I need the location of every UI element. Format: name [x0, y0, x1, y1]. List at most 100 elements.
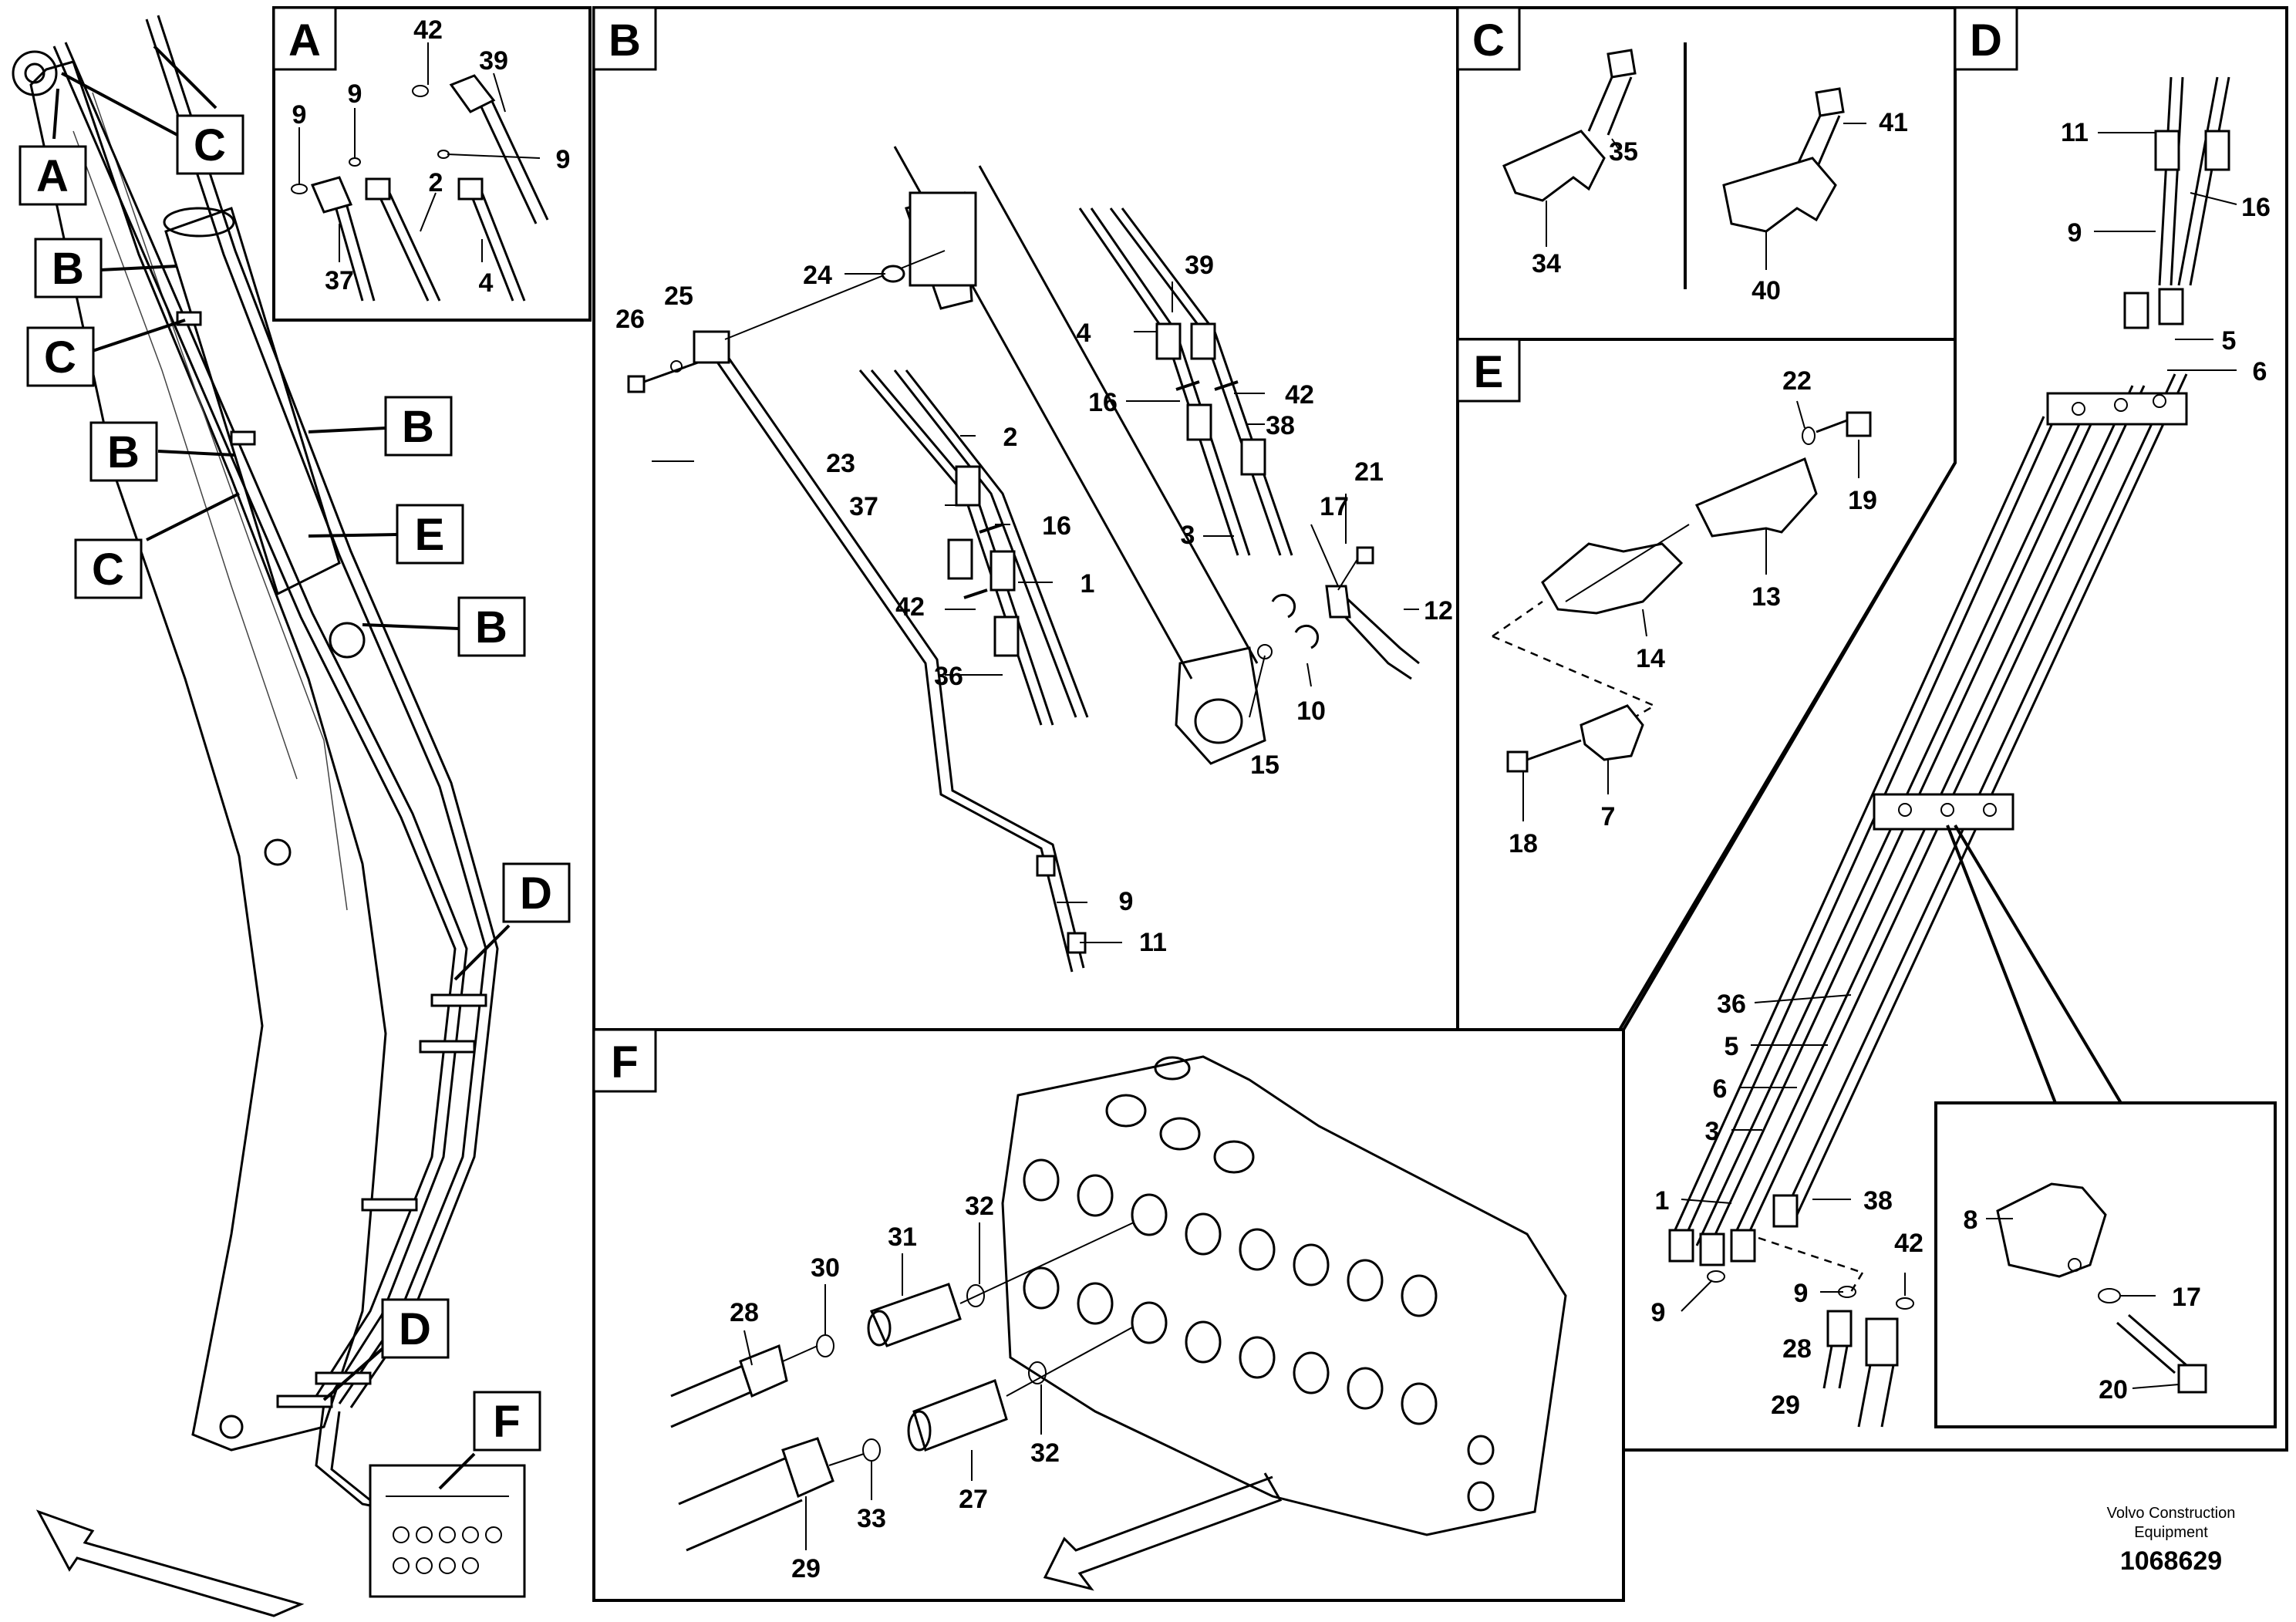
panel-D: D: [1622, 6, 2288, 1452]
label-B-l11: 11: [1139, 928, 1167, 957]
callout-C3: C: [74, 492, 240, 599]
callout-C1: C: [61, 45, 244, 175]
label-B-l10: 10: [1296, 696, 1326, 726]
callout-F: F: [438, 1391, 541, 1490]
label-D-letter: D: [1970, 15, 2002, 66]
control-valve-thumbnail: [369, 1464, 526, 1598]
label-F-l29: 29: [791, 1554, 821, 1583]
label-D-l3: 3: [1705, 1117, 1720, 1146]
callout-B3: B: [308, 396, 453, 457]
label-B-l23: 23: [826, 449, 855, 478]
label-B-l15: 15: [1250, 750, 1279, 780]
callout-B4: B: [362, 596, 526, 657]
label-C-l40: 40: [1752, 276, 1781, 305]
label-overview-callouts-E: E: [415, 510, 445, 560]
label-footer-credit_line1: Volvo Construction: [2107, 1505, 2236, 1522]
label-D-l5b: 5: [1725, 1032, 1739, 1061]
label-D-l9b: 9: [1794, 1279, 1809, 1308]
label-F-l30: 30: [811, 1253, 840, 1283]
label-overview-callouts-C2: C: [44, 332, 76, 383]
label-D-l38: 38: [1863, 1186, 1893, 1216]
label-C-l35: 35: [1609, 137, 1638, 167]
label-A-l4: 4: [479, 268, 494, 298]
label-overview-callouts-C3: C: [92, 545, 124, 595]
label-B-l17: 17: [1320, 492, 1349, 521]
panel-B: B: [592, 6, 1459, 1031]
label-A-l39: 39: [479, 46, 508, 76]
hose-clamps: [176, 311, 487, 1408]
label-F-l31: 31: [888, 1222, 917, 1252]
label-D-l6a: 6: [2253, 357, 2267, 386]
label-E-l14: 14: [1636, 644, 1665, 673]
label-D-l17: 17: [2172, 1283, 2201, 1312]
label-B-l24: 24: [803, 261, 832, 290]
label-E-l13: 13: [1752, 582, 1781, 612]
label-F-l28: 28: [730, 1298, 759, 1327]
direction-arrow: [35, 1509, 305, 1617]
label-B-l9: 9: [1119, 887, 1134, 916]
label-C-letter: C: [1472, 15, 1505, 66]
document-number: 1068629: [2120, 1546, 2222, 1576]
label-B-l37: 37: [849, 492, 878, 521]
label-B-l3: 3: [1181, 521, 1195, 550]
label-overview-callouts-D2: D: [399, 1304, 431, 1354]
label-B-l25: 25: [664, 282, 693, 311]
direction-arrow-valve: [1043, 1472, 1283, 1591]
hose-bundle: [52, 15, 499, 1513]
label-B-l12: 12: [1424, 596, 1453, 626]
callout-D2: D: [322, 1298, 450, 1401]
label-D-l29: 29: [1771, 1391, 1800, 1420]
panel-A: A 42 39 9 9 9 2 37 4: [272, 6, 592, 322]
label-D-l6b: 6: [1713, 1074, 1728, 1104]
label-B-l16b: 16: [1088, 388, 1118, 417]
label-footer-credit_line2: Equipment: [2134, 1524, 2208, 1541]
label-A-l9c: 9: [556, 145, 571, 174]
label-E-l18: 18: [1509, 829, 1538, 858]
label-F-l32a: 32: [965, 1192, 994, 1221]
label-B-l16a: 16: [1042, 511, 1071, 541]
label-overview-callouts-A: A: [36, 151, 69, 201]
callout-D1: D: [453, 862, 571, 981]
callout-C2: C: [26, 319, 186, 387]
label-F-letter: F: [611, 1037, 638, 1088]
label-overview-callouts-C1: C: [194, 120, 226, 170]
label-B-l21: 21: [1354, 457, 1384, 487]
label-B-l26: 26: [615, 305, 645, 334]
label-B-l42a: 42: [895, 592, 925, 622]
label-B-l38: 38: [1266, 411, 1295, 440]
label-F-l33: 33: [857, 1504, 886, 1533]
label-E-l19: 19: [1848, 486, 1877, 515]
panel-F: F: [592, 1028, 1625, 1602]
label-B-letter: B: [609, 15, 641, 66]
label-D-l36: 36: [1717, 990, 1746, 1019]
label-B-l4: 4: [1077, 319, 1091, 348]
label-D-l9a: 9: [2068, 218, 2082, 248]
label-overview-callouts-F: F: [493, 1397, 520, 1447]
label-D-l8: 8: [1964, 1206, 1978, 1235]
label-D-l20: 20: [2099, 1375, 2128, 1404]
label-A-l37: 37: [325, 266, 354, 295]
callout-E: E: [308, 504, 464, 565]
label-A-l42: 42: [413, 15, 443, 45]
label-B-l36: 36: [934, 662, 963, 691]
label-A-letter: A: [288, 15, 321, 66]
callout-A: A: [19, 88, 87, 206]
label-overview-callouts-B4: B: [475, 602, 507, 653]
label-B-l42b: 42: [1285, 380, 1314, 410]
panel-E: E 22 19 13 14 7 18: [1456, 338, 1957, 1031]
label-B-l1: 1: [1081, 569, 1095, 599]
label-C-l41: 41: [1879, 108, 1908, 137]
label-C-l34: 34: [1532, 249, 1561, 278]
label-D-l28: 28: [1782, 1334, 1812, 1364]
label-D-l5a: 5: [2222, 326, 2237, 356]
label-D-l9c: 9: [1651, 1298, 1666, 1327]
label-A-l2: 2: [429, 168, 443, 197]
label-D-l1: 1: [1655, 1186, 1670, 1216]
label-overview-callouts-B1: B: [52, 244, 84, 294]
boom-overview: A C B C B B C: [12, 15, 571, 1617]
label-F-l27: 27: [959, 1485, 988, 1514]
label-B-l39: 39: [1185, 251, 1214, 280]
label-D-l16: 16: [2241, 193, 2271, 222]
label-E-l22: 22: [1782, 366, 1812, 396]
